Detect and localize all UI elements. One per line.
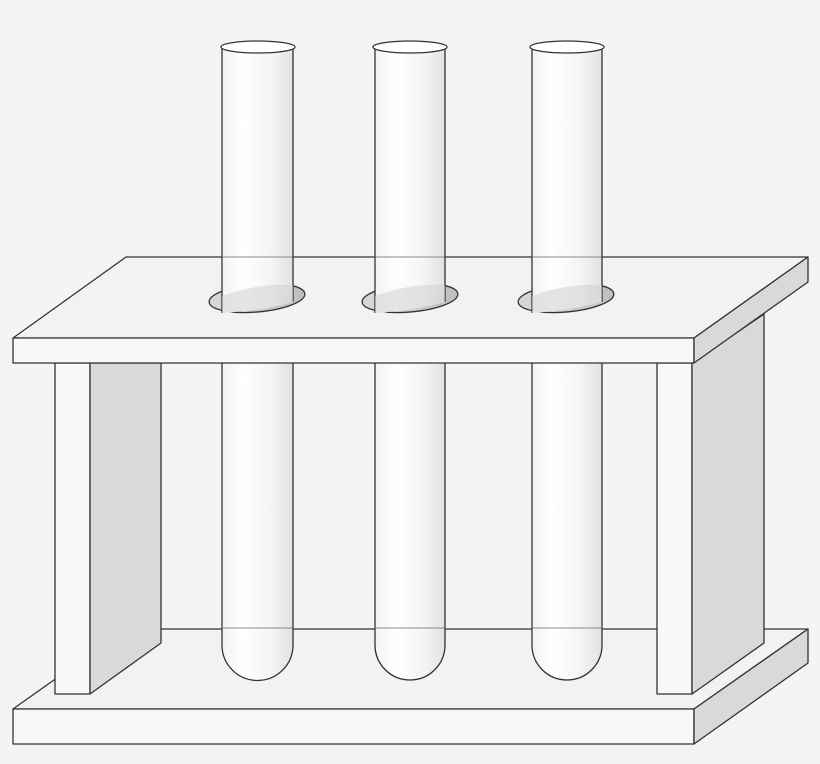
tube-3-hole-shadow — [532, 284, 602, 313]
tube-3 — [517, 40, 615, 314]
tube-3-rim — [529, 40, 605, 54]
right-leg — [656, 313, 765, 695]
tube-2 — [361, 40, 459, 314]
tube-1-rim — [220, 40, 296, 54]
base-side — [693, 628, 809, 745]
tube-3-lower-body — [531, 362, 603, 681]
tube-2-rim — [372, 40, 448, 54]
right-leg-front — [656, 362, 693, 695]
tube-lower-3 — [531, 362, 603, 681]
tube-1-lower-body — [221, 362, 294, 682]
right-leg-side — [691, 313, 765, 695]
left-leg-side — [89, 362, 162, 695]
base-front — [12, 708, 695, 745]
tube-lower-2 — [374, 362, 446, 681]
tube-1 — [208, 40, 306, 314]
left-leg — [54, 362, 162, 695]
tube-1-upper-body — [222, 47, 293, 313]
top-board-front — [12, 337, 695, 364]
tube-2-hole-shadow — [375, 284, 445, 313]
tube-2-upper-body — [375, 47, 445, 313]
tube-2-lower-body — [374, 362, 446, 681]
tube-3-upper-body — [532, 47, 602, 313]
top-board-side — [693, 256, 809, 364]
tube-1-hole-shadow — [222, 284, 293, 313]
tube-lower-1 — [221, 362, 294, 682]
left-leg-front — [54, 362, 91, 695]
